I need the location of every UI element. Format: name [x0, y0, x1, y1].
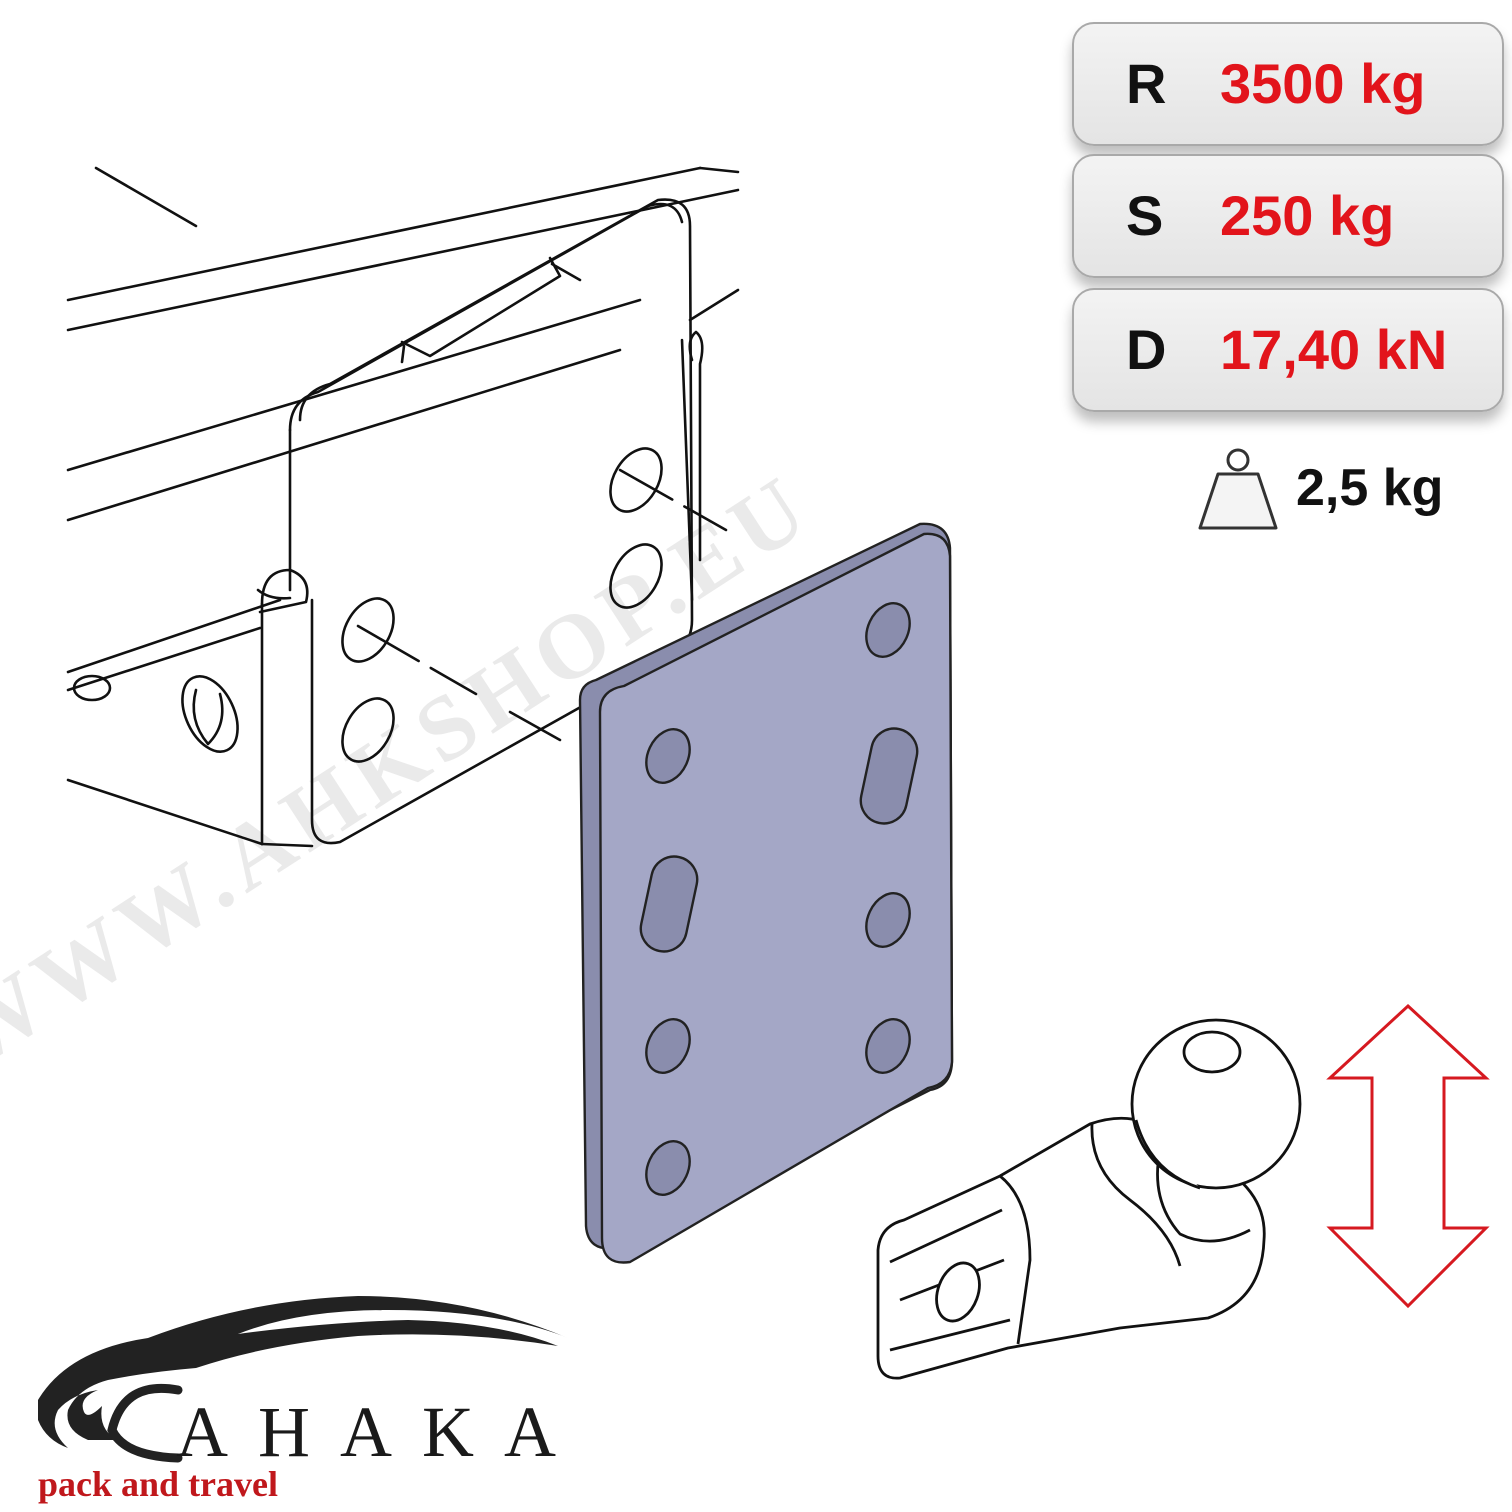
logo-tagline: pack and travel: [38, 1464, 279, 1504]
spec-d-box: D 17,40 kN: [1072, 288, 1504, 412]
weight-icon: [1198, 448, 1278, 530]
vertical-arrow-icon: [1326, 1003, 1490, 1309]
logo-brand: AHAKA: [176, 1392, 586, 1472]
spec-s-value: 250 kg: [1220, 184, 1395, 247]
spec-s-box: S 250 kg: [1072, 154, 1504, 278]
logo-car-icon: [38, 1296, 568, 1463]
tow-ball-drawing: [876, 1018, 1302, 1380]
weight-value: 2,5 kg: [1296, 459, 1444, 517]
spec-r-letter: R: [1126, 52, 1167, 115]
vehicle-frame-drawing: [66, 166, 740, 848]
spec-d-value: 17,40 kN: [1220, 318, 1448, 381]
spec-s-letter: S: [1126, 184, 1164, 247]
mounting-plate: [578, 522, 954, 1264]
spec-r-value: 3500 kg: [1220, 52, 1426, 115]
spec-r-box: R 3500 kg: [1072, 22, 1504, 146]
spec-d-letter: D: [1126, 318, 1167, 381]
